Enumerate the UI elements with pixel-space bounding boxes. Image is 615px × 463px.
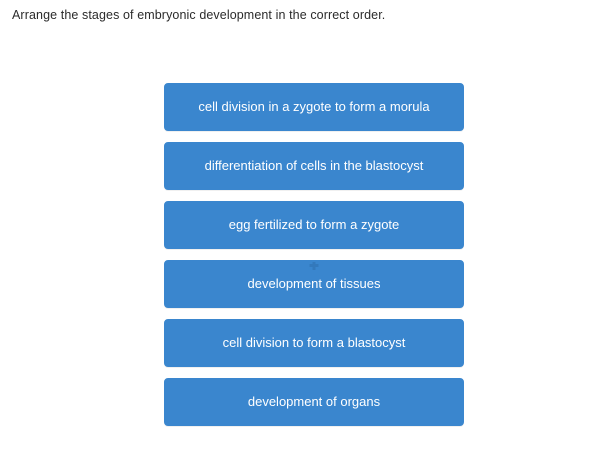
list-item-label: cell division to form a blastocyst <box>222 335 406 350</box>
question-prompt: Arrange the stages of embryonic developm… <box>12 8 386 22</box>
ordering-list: cell division in a zygote to form a moru… <box>164 83 464 426</box>
list-item-label: cell division in a zygote to form a moru… <box>198 99 430 114</box>
list-item[interactable]: differentiation of cells in the blastocy… <box>164 142 464 190</box>
list-item[interactable]: development of tissues <box>164 260 464 308</box>
list-item-label: development of organs <box>247 394 381 409</box>
drag-handle-icon[interactable] <box>309 262 319 270</box>
list-item[interactable]: egg fertilized to form a zygote <box>164 201 464 249</box>
list-item[interactable]: development of organs <box>164 378 464 426</box>
list-item-label: egg fertilized to form a zygote <box>228 217 400 232</box>
list-item[interactable]: cell division in a zygote to form a moru… <box>164 83 464 131</box>
list-item-label: development of tissues <box>247 276 381 291</box>
list-item[interactable]: cell division to form a blastocyst <box>164 319 464 367</box>
list-item-label: differentiation of cells in the blastocy… <box>204 158 424 173</box>
